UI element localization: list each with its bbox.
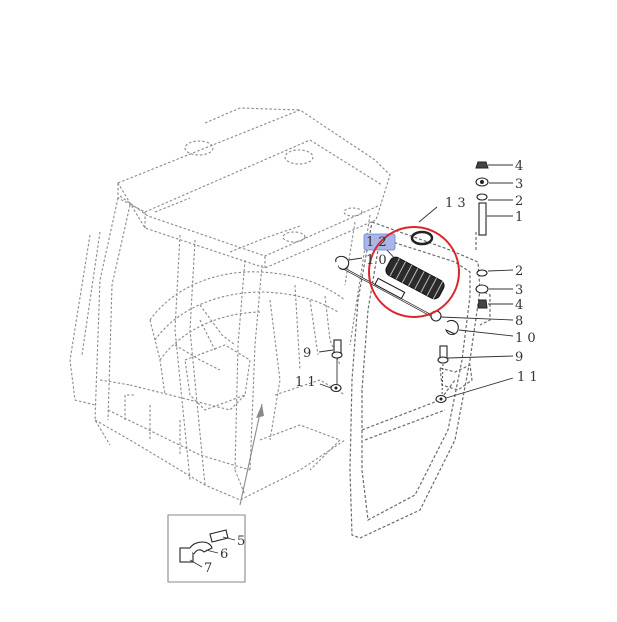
pin-parts-mid <box>475 269 489 309</box>
pin-1 <box>478 202 487 236</box>
nut-3-mid <box>475 284 489 294</box>
clip-right <box>445 319 459 336</box>
washer-2-mid <box>476 269 488 277</box>
bracket-6 <box>189 541 213 555</box>
fasteners <box>330 339 449 404</box>
callout-4-top: 4 <box>515 159 523 174</box>
bolt-5 <box>209 529 229 543</box>
washer-2-top <box>476 193 488 201</box>
callout-13: 1 3 <box>445 196 466 211</box>
cap-4-mid <box>477 299 488 309</box>
clip-left <box>335 255 350 270</box>
callout-10-right: 1 0 <box>515 331 536 346</box>
callout-4-mid: 4 <box>515 298 523 313</box>
callout-10-left: 1 0 <box>366 253 387 268</box>
callout-7: 7 <box>204 561 212 576</box>
strut-cylinder <box>374 277 406 300</box>
plate-7 <box>179 547 194 563</box>
cab-outline <box>69 107 391 501</box>
callout-11-left: 1 1 <box>295 375 316 390</box>
inset-detail <box>167 403 264 583</box>
callout-3-top: 3 <box>515 177 523 192</box>
callout-12: 1 2 <box>366 235 387 250</box>
callout-9-left: 9 <box>303 346 311 361</box>
pin-parts-top <box>475 161 489 236</box>
callout-2-mid: 2 <box>515 264 523 279</box>
callout-5: 5 <box>237 534 245 549</box>
cap-4-top <box>475 161 489 169</box>
clamp-ring <box>410 230 434 246</box>
highlight-circle <box>368 226 460 318</box>
callout-3-mid: 3 <box>515 283 523 298</box>
callout-6: 6 <box>220 547 228 562</box>
callout-2-top: 2 <box>515 194 523 209</box>
callout-8: 8 <box>515 314 523 329</box>
callout-9-right: 9 <box>515 350 523 365</box>
callout-11-right: 1 1 <box>517 370 538 385</box>
callout-labels: 4 3 2 1 1 3 1 2 1 0 2 3 4 8 1 0 9 9 1 1 … <box>204 159 538 576</box>
callout-1: 1 <box>515 210 523 225</box>
leader-lines <box>189 164 514 568</box>
